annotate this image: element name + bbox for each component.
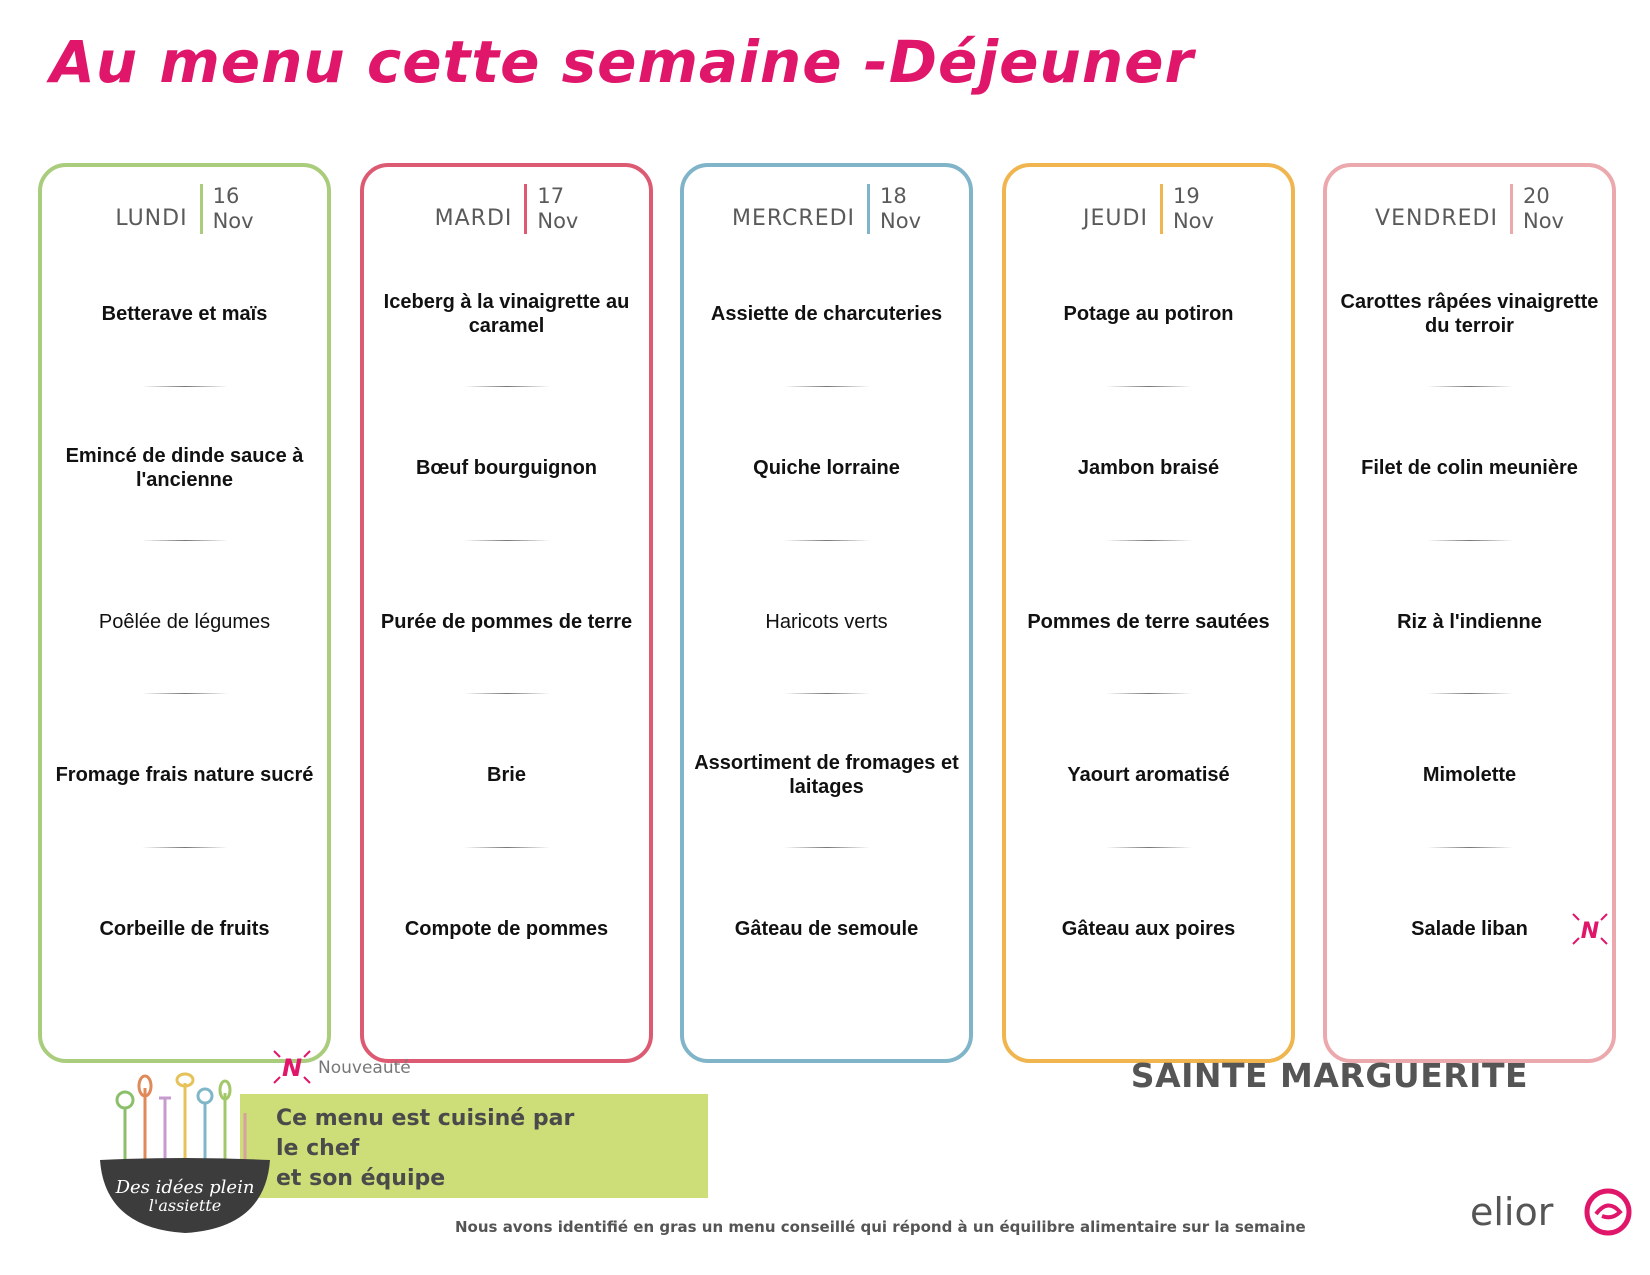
- dish-item: Potage au potiron: [1063, 303, 1234, 325]
- new-dish-badge-icon: N: [1570, 909, 1610, 954]
- day-date-month: Nov: [1172, 209, 1214, 233]
- new-badge-letter: N: [282, 1054, 302, 1082]
- dish-separator: [463, 386, 550, 387]
- chef-note-line2: le chef: [276, 1136, 360, 1161]
- elior-swirl-icon: [1584, 1188, 1632, 1236]
- dish-separator: [463, 693, 550, 694]
- day-date-month: Nov: [537, 209, 579, 233]
- new-dish-badge-letter: N: [1581, 919, 1599, 944]
- chef-note-line3: et son équipe: [276, 1166, 446, 1191]
- day-date-number: 20: [1522, 184, 1550, 208]
- dish-item: Gâteau aux poires: [1061, 918, 1236, 940]
- dish-separator: [1426, 386, 1513, 387]
- day-name: MERCREDI: [731, 205, 856, 231]
- dish-separator: [463, 540, 550, 541]
- dish-item: Iceberg à la vinaigrette au caramel: [383, 291, 630, 337]
- dish-item: Gâteau de semoule: [734, 918, 919, 940]
- chef-note-line1: Ce menu est cuisiné par: [276, 1106, 575, 1131]
- footnote: Nous avons identifié en gras un menu con…: [455, 1218, 1306, 1236]
- new-badge-label: Nouveauté: [318, 1058, 411, 1078]
- dish-item: Carottes râpées vinaigrette du terroir: [1340, 291, 1599, 337]
- dish-separator: [1105, 540, 1192, 541]
- dish-item: Haricots verts: [765, 611, 888, 633]
- bowl-text-line2: l'assiette: [149, 1196, 221, 1215]
- dish-item: Mimolette: [1422, 764, 1517, 786]
- dish-item: Emincé de dinde sauce à l'ancienne: [65, 445, 304, 491]
- dish-item: Salade liban: [1411, 918, 1528, 940]
- dish-item: Assortiment de fromages et laitages: [694, 752, 959, 798]
- dish-item: Brie: [487, 764, 526, 786]
- dish-item: Pommes de terre sautées: [1027, 611, 1270, 633]
- dish-item: Yaourt aromatisé: [1067, 764, 1230, 786]
- dish-separator: [141, 540, 228, 541]
- day-date-month: Nov: [212, 209, 254, 233]
- dish-separator: [783, 540, 870, 541]
- day-date-number: 19: [1172, 184, 1200, 208]
- day-name: JEUDI: [1083, 205, 1148, 231]
- dish-separator: [141, 693, 228, 694]
- dish-item: Filet de colin meunière: [1361, 457, 1578, 479]
- day-date-number: 17: [537, 184, 565, 208]
- dish-separator: [1105, 847, 1192, 848]
- dish-item: Jambon braisé: [1077, 457, 1220, 479]
- dish-separator: [783, 847, 870, 848]
- day-date-month: Nov: [1522, 209, 1564, 233]
- day-name: VENDREDI: [1375, 205, 1498, 231]
- dish-separator: [1105, 693, 1192, 694]
- day-date-number: 16: [212, 184, 240, 208]
- dish-separator: [463, 847, 550, 848]
- dish-item: Compote de pommes: [404, 918, 609, 940]
- dish-item: Corbeille de fruits: [99, 918, 270, 940]
- dish-separator: [783, 386, 870, 387]
- dish-separator: [141, 847, 228, 848]
- chef-note: Ce menu est cuisiné par le chef et son é…: [276, 1104, 576, 1194]
- day-date-month: Nov: [880, 209, 922, 233]
- dish-separator: [783, 693, 870, 694]
- dish-item: Quiche lorraine: [753, 457, 900, 479]
- new-badge-icon: N: [273, 1050, 311, 1084]
- dish-separator: [141, 386, 228, 387]
- logo-text: elior: [1470, 1190, 1554, 1234]
- dish-separator: [1426, 693, 1513, 694]
- dish-item: Betterave et maïs: [101, 303, 268, 325]
- dish-item: Purée de pommes de terre: [380, 611, 633, 633]
- chef-note-box: Ce menu est cuisiné par le chef et son é…: [240, 1094, 708, 1198]
- day-date-number: 18: [880, 184, 907, 208]
- dish-separator: [1105, 386, 1192, 387]
- bowl-illustration-icon: Des idées plein l'assiette: [100, 1072, 270, 1233]
- dish-item: Riz à l'indienne: [1397, 611, 1542, 633]
- site-name: SAINTE MARGUERITE: [1130, 1056, 1528, 1095]
- dish-item: Fromage frais nature sucré: [55, 764, 314, 786]
- dish-item: Bœuf bourguignon: [415, 457, 598, 479]
- dish-item: Assiette de charcuteries: [710, 303, 943, 325]
- day-name: LUNDI: [115, 205, 188, 231]
- bowl-text-line1: Des idées plein: [115, 1177, 255, 1198]
- page-title: Au menu cette semaine -Déjeuner: [50, 28, 1195, 96]
- day-name: MARDI: [434, 205, 513, 231]
- dish-separator: [1426, 540, 1513, 541]
- dish-separator: [1426, 847, 1513, 848]
- dish-item: Poêlée de légumes: [98, 611, 271, 633]
